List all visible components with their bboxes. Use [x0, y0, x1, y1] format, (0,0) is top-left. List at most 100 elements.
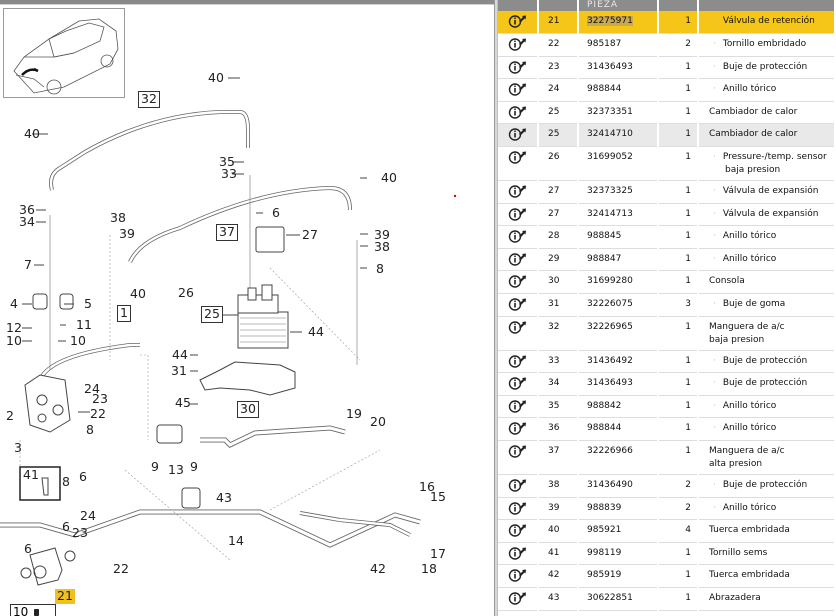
table-row[interactable]: 33 31436492 1 Buje de protección: [498, 350, 836, 374]
callout-44[interactable]: 44: [308, 324, 324, 339]
callout-37[interactable]: 37: [216, 224, 238, 241]
callout-24[interactable]: 24: [84, 381, 100, 396]
callout-35[interactable]: 35: [219, 154, 235, 169]
callout-1[interactable]: 1: [117, 305, 131, 322]
info-link-icon[interactable]: [508, 274, 528, 289]
table-row[interactable]: 25 32373351 1 Cambiador de calor: [498, 101, 836, 125]
callout-43[interactable]: 43: [216, 490, 232, 505]
info-link-icon[interactable]: [508, 297, 528, 311]
callout-13[interactable]: 13: [168, 462, 184, 477]
callout-15[interactable]: 15: [430, 489, 446, 504]
info-link-icon[interactable]: [508, 184, 528, 198]
callout-18[interactable]: 18: [421, 561, 437, 576]
table-row[interactable]: 29 988847 1 Anillo tórico: [498, 248, 836, 272]
callout-26[interactable]: 26: [178, 285, 194, 300]
callout-39[interactable]: 39: [374, 227, 390, 242]
callout-39[interactable]: 39: [119, 226, 135, 241]
table-row[interactable]: 24 988844 1 Anillo tórico: [498, 78, 836, 102]
callout-10[interactable]: 10: [70, 333, 86, 348]
callout-34[interactable]: 34: [19, 214, 35, 229]
info-link-icon[interactable]: [508, 421, 528, 436]
callout-27[interactable]: 27: [302, 227, 318, 242]
table-row[interactable]: 40 985921 4 Tuerca embridada: [498, 519, 836, 543]
info-link-icon[interactable]: [508, 37, 528, 51]
table-row[interactable]: 25 32414710 1 Cambiador de calor: [498, 123, 836, 148]
table-row[interactable]: 38 31436490 2 Buje de protección: [498, 474, 836, 498]
table-row[interactable]: 43 30622851 1 Abrazadera: [498, 587, 836, 611]
callout-6[interactable]: 6: [24, 541, 32, 556]
callout-22[interactable]: 22: [90, 406, 106, 421]
info-link-icon[interactable]: [508, 320, 528, 334]
callout-4[interactable]: 4: [10, 296, 18, 311]
callout-21-highlighted[interactable]: 21: [55, 588, 75, 604]
callout-40[interactable]: 40: [381, 170, 397, 185]
info-link-icon[interactable]: [508, 444, 528, 458]
callout-20[interactable]: 20: [370, 414, 386, 429]
callout-25[interactable]: 25: [201, 306, 223, 323]
callout-9[interactable]: 9: [151, 459, 159, 474]
info-link-icon[interactable]: [508, 354, 528, 368]
info-link-icon[interactable]: [508, 478, 528, 492]
panel-splitter[interactable]: [494, 0, 498, 616]
callout-40[interactable]: 40: [24, 126, 40, 141]
callout-38[interactable]: 38: [374, 239, 390, 254]
table-row[interactable]: 21 32275971 1 Válvula de retención: [498, 11, 836, 35]
table-row[interactable]: 35 988842 1 Anillo tórico: [498, 395, 836, 419]
info-link-icon[interactable]: [508, 127, 528, 142]
callout-2[interactable]: 2: [6, 408, 14, 423]
callout-45[interactable]: 45: [175, 395, 191, 410]
callout-6[interactable]: 6: [272, 205, 280, 220]
table-row[interactable]: 27 32414713 1 Válvula de expansión: [498, 203, 836, 227]
callout-17[interactable]: 17: [430, 546, 446, 561]
info-link-icon[interactable]: [508, 376, 528, 390]
info-link-icon[interactable]: [508, 591, 528, 605]
info-link-icon[interactable]: [508, 523, 528, 537]
callout-42[interactable]: 42: [370, 561, 386, 576]
info-link-icon[interactable]: [508, 82, 528, 96]
callout-6[interactable]: 6: [79, 469, 87, 484]
table-row[interactable]: 27 32373325 1 Válvula de expansión: [498, 180, 836, 204]
info-link-icon[interactable]: [508, 150, 528, 164]
table-row[interactable]: 30 31699280 1 Consola: [498, 270, 836, 295]
callout-22[interactable]: 22: [113, 561, 129, 576]
callout-5[interactable]: 5: [84, 296, 92, 311]
callout-8[interactable]: 8: [376, 261, 384, 276]
callout-3[interactable]: 3: [14, 440, 22, 455]
table-row[interactable]: 36 988844 1 Anillo tórico: [498, 417, 836, 441]
info-link-icon[interactable]: [508, 501, 528, 515]
table-row[interactable]: 23 31436493 1 Buje de protección: [498, 56, 836, 80]
exploded-parts-diagram[interactable]: 40 32 40 35 33 3 6 34 40 6 37 27 38 39 39…: [0, 0, 494, 616]
callout-16[interactable]: 16: [419, 479, 435, 494]
callout-32[interactable]: 32: [138, 91, 160, 108]
table-row[interactable]: 39 988839 2 Anillo tórico: [498, 497, 836, 521]
table-row[interactable]: 22 985187 2 Tornillo embridado: [498, 33, 836, 57]
callout-8[interactable]: 8: [62, 474, 70, 489]
info-link-icon[interactable]: [508, 14, 528, 28]
callout-30[interactable]: 30: [237, 401, 259, 418]
table-row[interactable]: 31 32226075 3 Buje de goma: [498, 293, 836, 317]
table-row[interactable]: 28 988845 1 Anillo tórico: [498, 225, 836, 249]
info-link-icon[interactable]: [508, 399, 528, 413]
callout-31[interactable]: 31: [171, 363, 187, 378]
callout-11[interactable]: 11: [76, 317, 92, 332]
callout-23[interactable]: 23: [72, 525, 88, 540]
callout-33[interactable]: 33: [221, 166, 237, 181]
table-row[interactable]: 41 998119 1 Tornillo sems: [498, 542, 836, 566]
callout-14[interactable]: 14: [228, 533, 244, 548]
callout-41[interactable]: 41: [23, 467, 39, 482]
table-row[interactable]: 34 31436493 1 Buje de protección: [498, 372, 836, 396]
callout-24[interactable]: 24: [80, 508, 96, 523]
col-part-number[interactable]: PIEZA: [578, 0, 659, 11]
callout-23[interactable]: 23: [92, 391, 108, 406]
callout-40[interactable]: 40: [130, 286, 146, 301]
callout-6[interactable]: 6: [62, 519, 70, 534]
info-link-icon[interactable]: [508, 60, 528, 74]
callout-8[interactable]: 8: [86, 422, 94, 437]
info-link-icon[interactable]: [508, 207, 528, 221]
info-link-icon[interactable]: [508, 568, 528, 583]
info-link-icon[interactable]: [508, 229, 528, 243]
info-link-icon[interactable]: [508, 546, 528, 560]
callout-12[interactable]: 12: [6, 320, 22, 335]
